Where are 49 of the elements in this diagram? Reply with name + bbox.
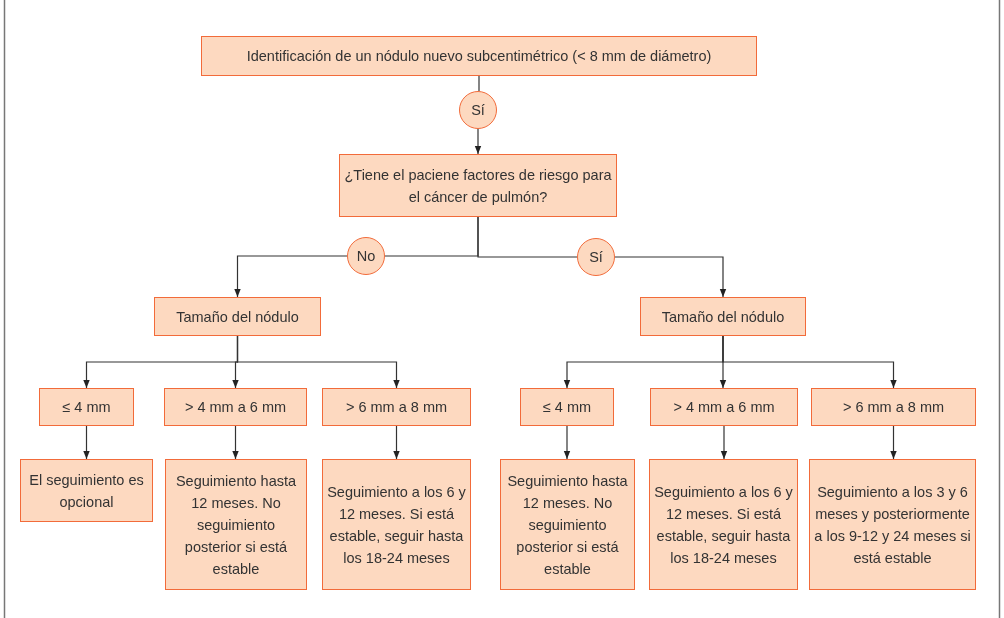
decision-circle [459, 91, 497, 129]
arrow [722, 335, 897, 389]
process-box [520, 388, 614, 426]
process-box [500, 459, 635, 590]
node-text: Tamaño del nódulo [176, 307, 299, 327]
process-box [39, 388, 134, 426]
process-box [339, 154, 617, 217]
node-text: Seguimiento hasta 12 meses. No seguimiento posterior si está estable [506, 471, 629, 579]
process-box [650, 388, 798, 426]
decision-circle [347, 237, 385, 275]
process-box [165, 459, 307, 590]
node-text: ≤ 4 mm [62, 398, 111, 417]
process-box [154, 297, 321, 336]
node-text: > 4 mm a 6 mm [184, 398, 287, 417]
node-text: El seguimiento es opcional [28, 470, 145, 512]
node-text: ¿Tiene el paciene factores de riesgo para el cáncer de pulmón? [344, 165, 612, 207]
node-text: > 6 mm a 8 mm [842, 398, 945, 417]
node-text: Seguimiento a los 3 y 6 meses y posteriormente a los 9-12 y 24 meses si está estable [814, 482, 971, 568]
node-text: Identificación de un nódulo nuevo subcentimétrico (< 8 mm de diámetro) [246, 47, 712, 66]
arrow [563, 425, 571, 460]
node-text: Seguimiento a los 6 y 12 meses. Si está estable, seguir hasta los 18-24 meses [654, 482, 793, 568]
arrow [614, 256, 727, 298]
node-text: ≤ 4 mm [542, 398, 592, 417]
process-box [164, 388, 307, 426]
arrow [236, 335, 400, 389]
arrow [232, 425, 239, 460]
node-text: Tamaño del nódulo [661, 307, 785, 327]
arrow [474, 128, 482, 155]
node-text: Sí [589, 248, 603, 267]
process-box [649, 459, 798, 590]
arrow [720, 425, 728, 460]
process-box [640, 297, 806, 336]
arrow [393, 425, 400, 460]
arrow [234, 255, 348, 298]
node-text: Sí [471, 101, 485, 120]
decision-circle [577, 238, 615, 276]
node-text: > 4 mm a 6 mm [673, 398, 775, 417]
node-text: Seguimiento a los 6 y 12 meses. Si está estable, seguir hasta los 18-24 meses [327, 482, 466, 568]
process-box [809, 459, 976, 590]
arrow [890, 425, 897, 460]
node-text: No [356, 247, 376, 266]
node-text: Seguimiento hasta 12 meses. No seguimiento posterior si está estable [174, 471, 298, 579]
process-box [322, 459, 471, 590]
arrow [83, 425, 90, 460]
process-box [811, 388, 976, 426]
process-box [20, 459, 153, 522]
process-box [201, 36, 757, 76]
process-box [322, 388, 471, 426]
node-text: > 6 mm a 8 mm [345, 398, 448, 417]
